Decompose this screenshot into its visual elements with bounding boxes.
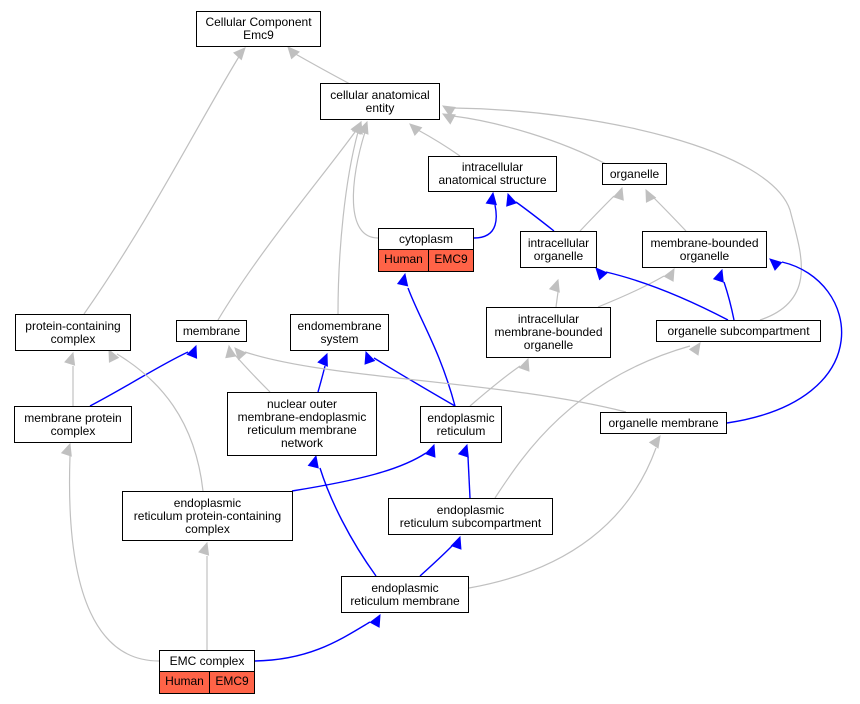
edge-cytoplasm-to-ias <box>473 191 497 239</box>
edge-mbo-to-organelle <box>645 188 687 232</box>
edge-om-to-membrane <box>234 347 627 413</box>
edge-ias-to-cae <box>409 123 461 157</box>
node-membrane[interactable]: membrane <box>176 320 247 342</box>
node-intracellular-membrane-bounded-organelle[interactable]: intracellular membrane-bounded organelle <box>486 307 611 358</box>
edge-erpcc-to-pcc <box>108 348 204 492</box>
edge-emc-to-erpcc <box>198 541 210 650</box>
edge-mpc-to-membrane <box>89 344 198 407</box>
node-organelle-subcompartment[interactable]: organelle subcompartment <box>656 320 821 342</box>
edge-erpcc-to-er <box>291 443 436 492</box>
edge-endo-to-cae <box>337 120 362 315</box>
edge-om-to-mbo <box>726 258 843 424</box>
edge-io-to-ias <box>506 192 555 232</box>
edge-mpc-to-pcc <box>64 351 76 406</box>
edge-emc-to-mpc <box>60 442 160 662</box>
node-cytoplasm[interactable]: cytoplasm <box>378 228 474 250</box>
edge-nom-to-endo <box>317 352 328 393</box>
emc-complex-tags: Human EMC9 <box>159 672 255 694</box>
edge-osc-to-io <box>595 267 729 321</box>
node-endoplasmic-reticulum[interactable]: endoplasmic reticulum <box>420 406 502 443</box>
node-cellular-anatomical-entity[interactable]: cellular anatomical entity <box>320 83 440 120</box>
edge-erm-to-om <box>468 434 661 589</box>
edge-osc-to-mbo <box>712 268 735 321</box>
node-nuclear-outer-membrane-er-network[interactable]: nuclear outer membrane-endoplasmic retic… <box>227 392 377 456</box>
edge-cae-to-root <box>287 46 351 85</box>
edge-membrane-to-cae <box>217 120 363 321</box>
edge-ersc-to-osc <box>494 341 701 499</box>
node-membrane-bounded-organelle[interactable]: membrane-bounded organelle <box>642 231 767 268</box>
cytoplasm-tags: Human EMC9 <box>378 250 474 272</box>
edge-er-to-imbo <box>469 357 530 407</box>
edge-pcc-to-root <box>83 47 246 315</box>
node-endomembrane-system[interactable]: endomembrane system <box>290 314 389 351</box>
node-root[interactable]: Cellular Component Emc9 <box>196 11 321 47</box>
edge-emc-to-erm <box>254 613 381 662</box>
node-emc-complex[interactable]: EMC complex <box>159 650 255 672</box>
cytoplasm-tag-emc9[interactable]: EMC9 <box>429 250 473 271</box>
edge-ersc-to-er <box>457 443 471 499</box>
edge-nom-to-membrane <box>225 344 271 393</box>
node-intracellular-anatomical-structure[interactable]: intracellular anatomical structure <box>428 156 557 192</box>
edge-cytoplasm-to-cae <box>352 120 379 239</box>
edge-erm-to-ersc <box>419 535 462 577</box>
emc-tag-emc9[interactable]: EMC9 <box>210 672 254 693</box>
edge-er-to-endo <box>364 350 456 407</box>
node-membrane-protein-complex[interactable]: membrane protein complex <box>14 406 132 443</box>
node-protein-containing-complex[interactable]: protein-containing complex <box>15 314 131 351</box>
node-er-protein-containing-complex[interactable]: endoplasmic reticulum protein-containing… <box>122 491 293 541</box>
edge-osc-to-cae <box>441 105 802 321</box>
node-organelle[interactable]: organelle <box>602 163 667 185</box>
emc-tag-human[interactable]: Human <box>160 672 210 693</box>
edge-er-to-cytoplasm <box>396 272 456 407</box>
node-er-subcompartment[interactable]: endoplasmic reticulum subcompartment <box>388 498 553 535</box>
edge-erm-to-nom <box>307 454 377 577</box>
cytoplasm-tag-human[interactable]: Human <box>379 250 429 271</box>
node-intracellular-organelle[interactable]: intracellular organelle <box>520 231 597 268</box>
edge-imbo-to-mbo <box>597 267 675 308</box>
edge-io-to-organelle <box>579 186 624 232</box>
node-er-membrane[interactable]: endoplasmic reticulum membrane <box>341 576 469 613</box>
edge-imbo-to-io <box>548 278 560 308</box>
node-organelle-membrane[interactable]: organelle membrane <box>600 412 727 434</box>
